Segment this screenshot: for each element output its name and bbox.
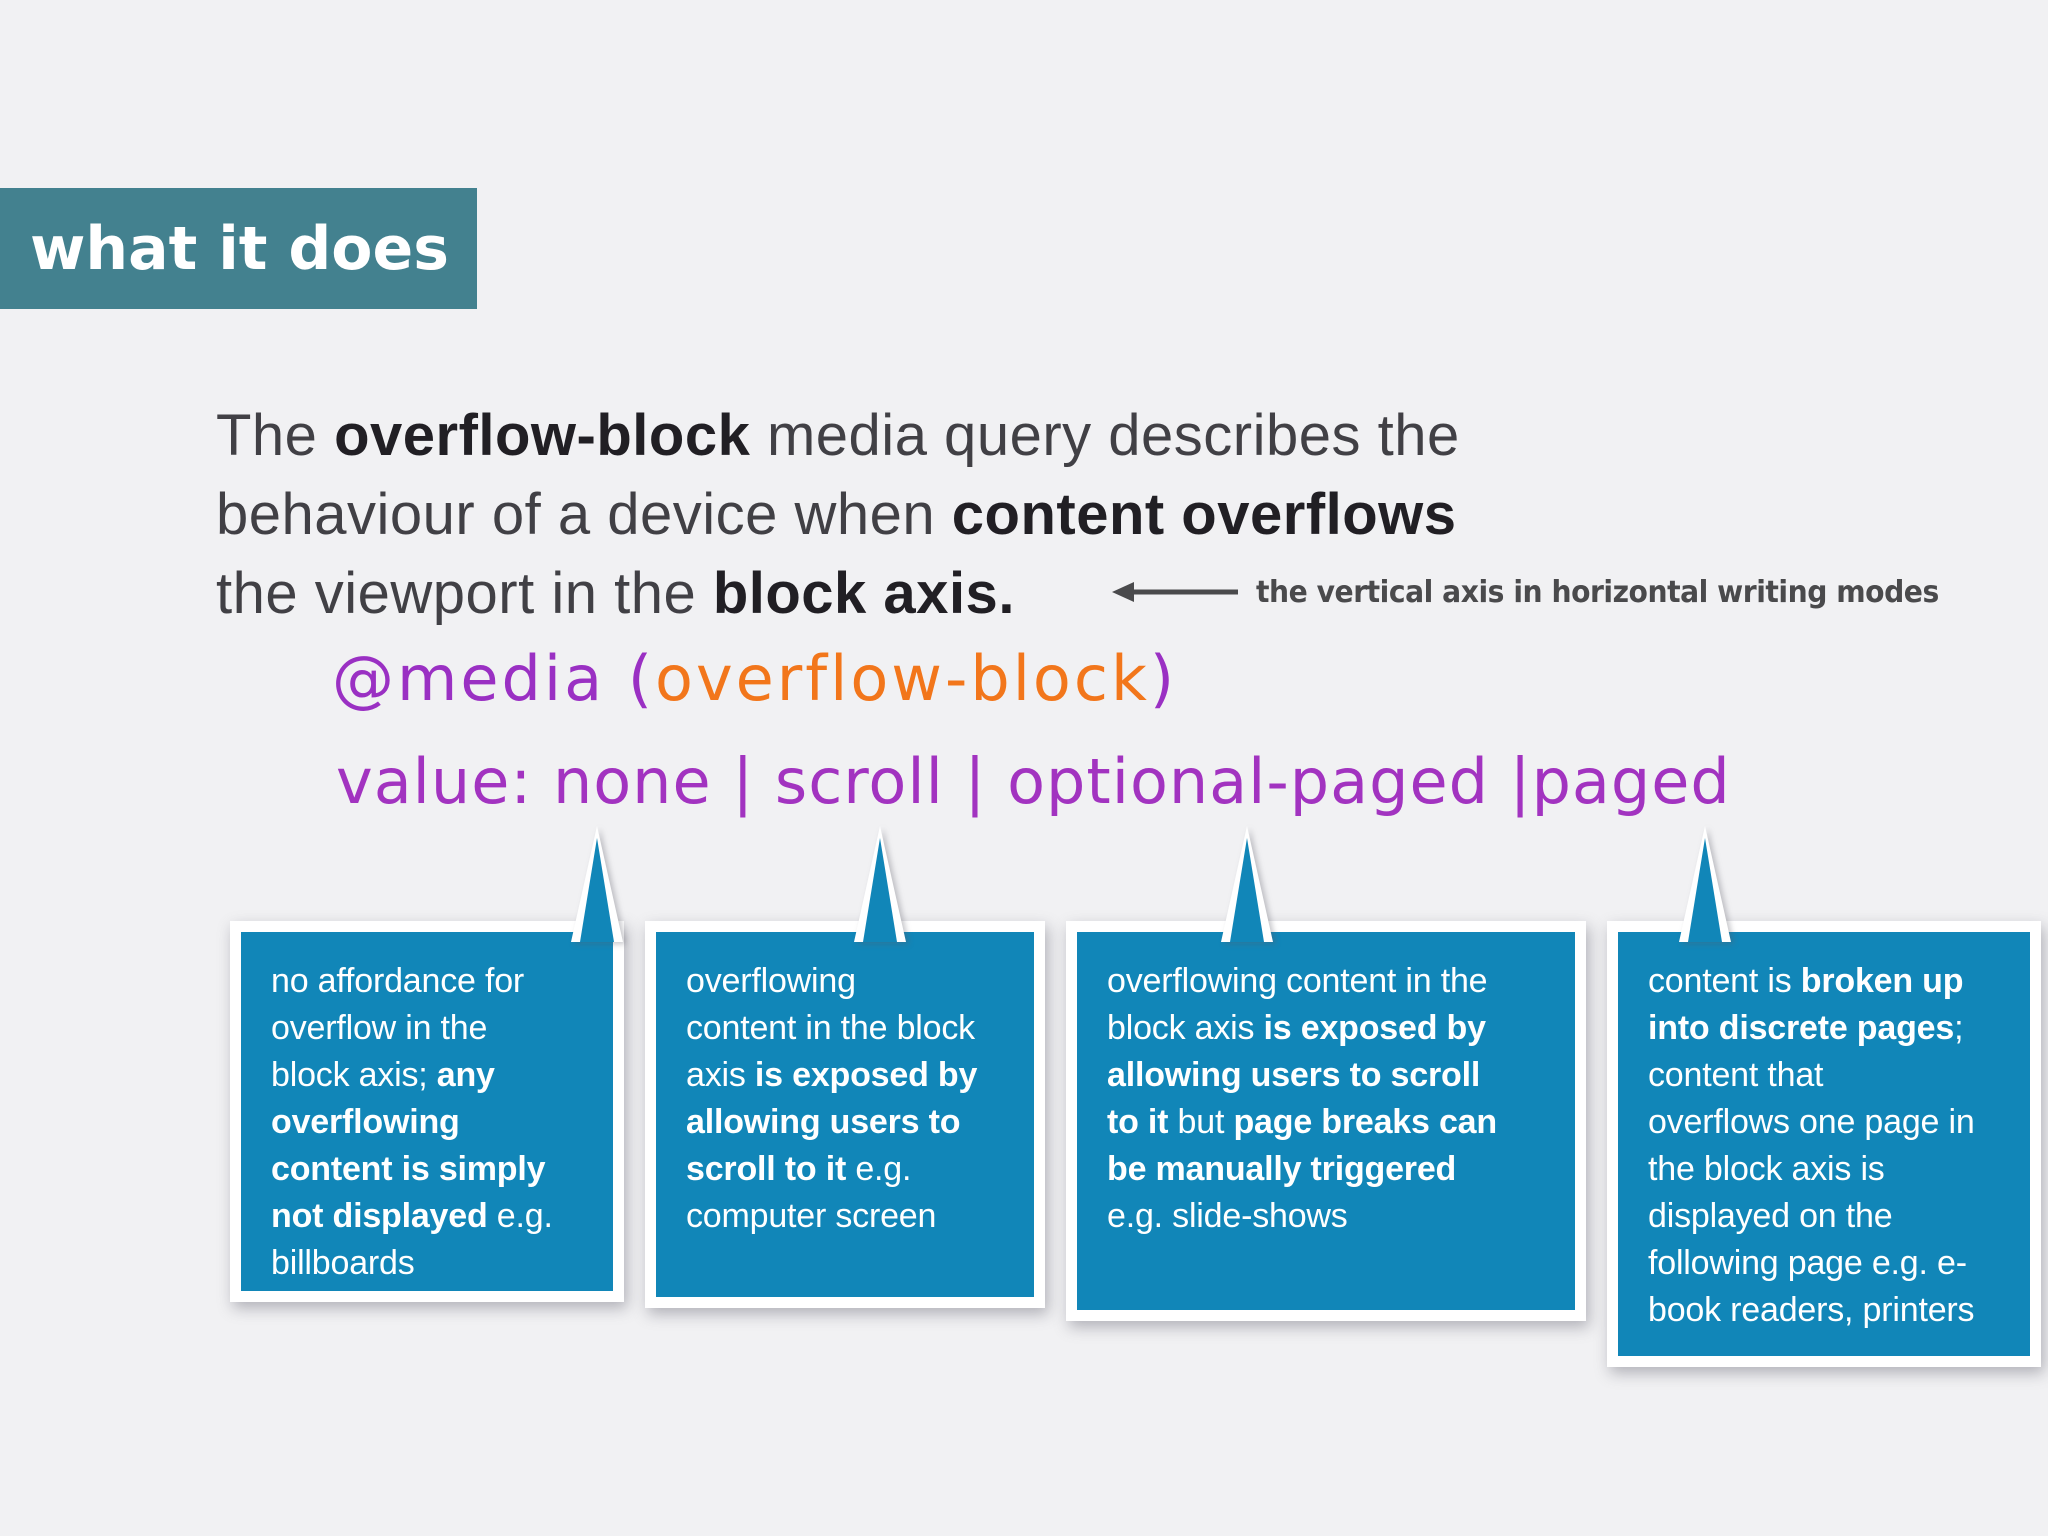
block-axis-annotation: the vertical axis in horizontal writing … xyxy=(1112,560,1982,624)
intro-line-2: behaviour of a device when content overf… xyxy=(216,482,1457,547)
intro-paragraph: The overflow-block media query describes… xyxy=(216,396,1460,633)
callout-optional-paged-text: overflowing content in the block axis is… xyxy=(1077,932,1575,1310)
callout-scroll: overflowing content in the block axis is… xyxy=(645,921,1045,1308)
callout-optional-paged: overflowing content in the block axis is… xyxy=(1066,921,1586,1321)
callout-pointer-none xyxy=(571,826,623,942)
callout-paged: content is broken up into discrete pages… xyxy=(1607,921,2041,1367)
section-header: what it does xyxy=(0,188,477,309)
value-list-code: value: none | scroll | optional-paged |p… xyxy=(336,745,1731,818)
intro-line-1: The overflow-block media query describes… xyxy=(216,403,1460,468)
section-header-label: what it does xyxy=(30,213,449,284)
callout-paged-text: content is broken up into discrete pages… xyxy=(1618,932,2030,1356)
callout-none: no affordance for overflow in the block … xyxy=(230,921,624,1302)
callout-none-text: no affordance for overflow in the block … xyxy=(241,932,613,1291)
intro-line-3: the viewport in the block axis. xyxy=(216,561,1015,626)
callout-scroll-text: overflowing content in the block axis is… xyxy=(656,932,1034,1297)
callout-pointer-paged xyxy=(1679,826,1731,942)
callout-pointer-optional-paged xyxy=(1221,826,1273,942)
annotation-text: the vertical axis in horizontal writing … xyxy=(1256,574,1939,610)
callout-pointer-scroll xyxy=(854,826,906,942)
left-arrow-icon xyxy=(1112,582,1238,602)
media-query-code: @media (overflow-block) xyxy=(332,642,1178,715)
